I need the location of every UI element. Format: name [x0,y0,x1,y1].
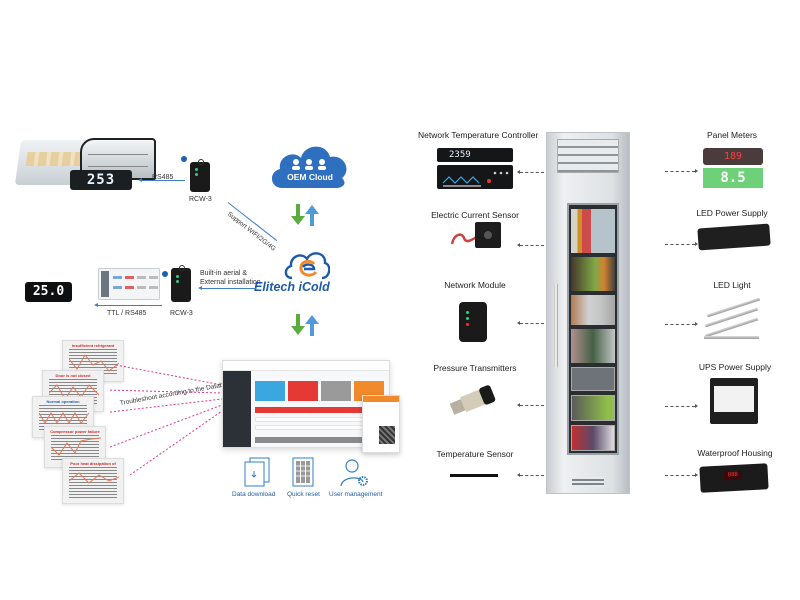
led-light-strip [704,317,759,338]
brand-name-elitech: Elitech [254,280,299,294]
grid-reset-icon [292,457,314,487]
network-module [459,302,487,342]
wireless-icon-bottom [162,271,168,277]
temperature-sensor-probe [450,474,498,477]
fault-card: Poor heat dissipation of condenser [62,458,124,504]
feature-quick-reset-label: Quick reset [287,491,320,498]
rcw3-label-top: RCW-3 [189,196,212,203]
document-download-icon [244,457,270,487]
aerial-connection-line [198,286,256,290]
panel-meter-red-readout: 189 [703,148,763,165]
panel-meter-green-readout: 8.5 [703,168,763,188]
connector-electric-current-sensor [517,243,544,247]
product-label-network-module: Network Module [444,280,506,290]
waterproof-housing-controller: 888 [699,463,769,493]
connector-panel-meters [665,169,698,173]
connector-ups-power-supply [665,404,698,408]
product-label-network-temperature-controller: Network Temperature Controller [418,130,539,140]
product-label-led-power-supply: LED Power Supply [696,208,768,218]
fault-card-title: Insufficient refrigerant [71,343,115,348]
connector-pressure-transmitters [517,403,544,407]
ttl-rs485-label: TTL / RS485 [107,310,147,317]
rcw3-gateway-top [190,159,210,192]
external-installation-label: External installation [200,279,261,286]
display-case-controller-readout: 253 [70,170,132,190]
connector-waterproof-housing [665,473,698,477]
fault-card-title: Door is not closed [55,373,91,378]
ups-power-supply [710,378,758,424]
network-temperature-controller-readout: 2359 [437,148,513,162]
led-light-strip [704,307,759,328]
elitech-icold-brand: Elitech iCold [254,280,330,294]
oem-cloud-icon [271,146,347,188]
feature-user-management-label: User management [329,491,383,498]
product-label-waterproof-housing: Waterproof Housing [697,448,773,458]
sync-arrows-icon-bottom [291,314,319,336]
product-label-panel-meters: Panel Meters [706,130,758,140]
product-label-electric-current-sensor: Electric Current Sensor [431,210,519,220]
standalone-controller-readout: 25.0 [25,282,72,302]
rcw3-gateway-bottom [171,265,191,302]
connector-led-power-supply [665,242,698,246]
connector-network-module [517,321,544,325]
connector-network-temperature-controller [517,170,544,174]
product-label-temperature-sensor: Temperature Sensor [436,449,514,459]
elitech-cloud-logo-icon [284,252,330,280]
builtin-aerial-label: Built-in aerial & [200,270,248,277]
wireless-icon [181,156,187,162]
sync-arrows-icon-top [291,204,319,226]
led-light-strip [704,336,759,339]
brand-name-icold: iCold [298,280,330,294]
current-sensor-cable-icon [450,233,479,245]
pressure-transmitter [449,385,496,415]
product-label-pressure-transmitters: Pressure Transmitters [433,363,517,373]
fault-card-title: Compressor power failure [50,429,100,434]
rs485-connection-line [138,178,185,182]
waterproof-housing-readout: 888 [723,470,743,481]
led-power-supply [697,223,771,251]
product-label-ups-power-supply: UPS Power Supply [698,362,772,372]
oem-cloud-label: OEM Cloud [287,172,333,182]
troubleshoot-connector-lines [110,364,223,475]
feature-data-download-label: Data download [232,491,276,498]
wireless-support-label: Support WIFI/2G/4G [225,210,277,253]
product-label-led-light: LED Light [713,280,751,290]
glass-door-refrigerator [546,132,630,494]
device-detail-popup [362,395,400,453]
connector-led-light [665,322,698,326]
user-gear-icon [340,459,368,487]
rs485-label: RS485 [152,174,174,181]
fault-card-title: Normal operation [46,399,80,404]
ttl-rs485-connection-line [94,303,162,307]
rcw3-label-bottom: RCW-3 [170,310,193,317]
connector-temperature-sensor [517,473,544,477]
hmi-touch-panel [98,268,160,300]
network-temperature-controller-graph-display [437,165,513,189]
electric-current-sensor [475,222,501,248]
fault-card: Compressor power failure [44,426,106,468]
